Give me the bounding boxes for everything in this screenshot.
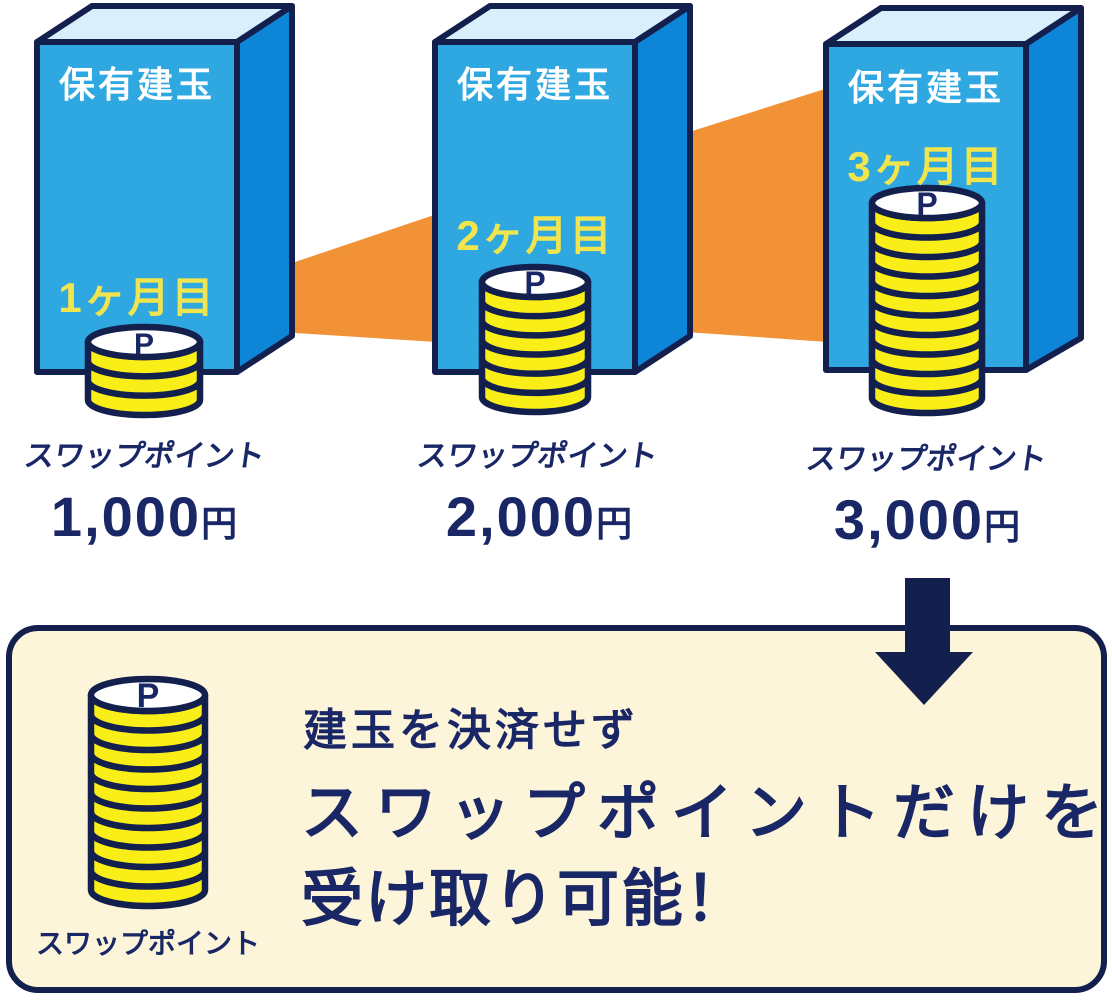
box-top-face bbox=[823, 5, 1084, 47]
amount-value: 3,000 bbox=[833, 488, 985, 551]
coin-separator bbox=[84, 380, 204, 399]
box-title-3: 保有建玉 bbox=[847, 67, 1004, 108]
callout-line-3: 受け取り可能！ bbox=[301, 865, 750, 934]
points-label-3: スワップポイント bbox=[804, 443, 1049, 476]
coin-separator bbox=[868, 299, 986, 319]
box-title-1: 保有建玉 bbox=[58, 64, 215, 105]
callout-stack-label: スワップポイント bbox=[35, 928, 260, 959]
coin-stack-month-3: P bbox=[868, 184, 986, 417]
callout-line-1: 建玉を決済せず bbox=[303, 706, 639, 755]
amount-3: 3,000円 bbox=[778, 487, 1078, 552]
amount-1: 1,000円 bbox=[0, 484, 295, 549]
coin-separator bbox=[478, 358, 592, 377]
amount-value: 1,000 bbox=[50, 485, 202, 548]
amount-2: 2,000円 bbox=[390, 484, 690, 549]
points-label-1: スワップポイント bbox=[22, 440, 267, 473]
coin-separator bbox=[868, 377, 986, 397]
coin-stack-month-2: P bbox=[478, 263, 592, 416]
callout-line-2: スワップポイントだけを bbox=[301, 779, 1112, 848]
coin-top-face bbox=[478, 263, 592, 301]
growth-ramp-1 bbox=[295, 214, 437, 342]
month-label-2: 2ヶ月目 bbox=[456, 212, 614, 259]
coin-separator bbox=[478, 300, 592, 320]
coin-separator bbox=[868, 358, 986, 378]
coin-separator bbox=[868, 241, 986, 261]
coin-letter: P bbox=[134, 328, 154, 361]
coin-separator bbox=[868, 319, 986, 339]
coin-separator bbox=[868, 260, 986, 280]
coin-stack-body bbox=[84, 338, 204, 419]
month-label-1: 1ヶ月目 bbox=[58, 274, 216, 321]
coin-stack-body bbox=[868, 199, 986, 417]
coin-separator bbox=[84, 360, 204, 380]
currency-suffix: 円 bbox=[201, 503, 240, 544]
coin-separator bbox=[478, 319, 592, 339]
amount-value: 2,000 bbox=[445, 485, 597, 548]
currency-suffix: 円 bbox=[984, 506, 1023, 547]
coin-top-face bbox=[84, 323, 204, 361]
month-label-3: 3ヶ月目 bbox=[847, 143, 1005, 190]
growth-ramp-2 bbox=[686, 88, 828, 342]
coin-letter: P bbox=[524, 265, 545, 301]
box-side-face bbox=[1023, 5, 1084, 373]
box-top-face bbox=[34, 3, 295, 45]
coin-separator bbox=[868, 280, 986, 300]
coin-stack-body bbox=[478, 278, 592, 416]
coin-separator bbox=[478, 377, 592, 397]
box-top-face bbox=[432, 3, 693, 45]
coin-separator bbox=[868, 338, 986, 358]
box-side-face bbox=[234, 3, 295, 375]
points-label-2: スワップポイント bbox=[415, 440, 660, 473]
coin-separator bbox=[868, 221, 986, 241]
coin-stack-month-1: P bbox=[84, 323, 204, 419]
coin-separator bbox=[478, 338, 592, 358]
currency-suffix: 円 bbox=[596, 503, 635, 544]
box-side-face bbox=[632, 3, 693, 375]
box-title-2: 保有建玉 bbox=[456, 64, 613, 105]
